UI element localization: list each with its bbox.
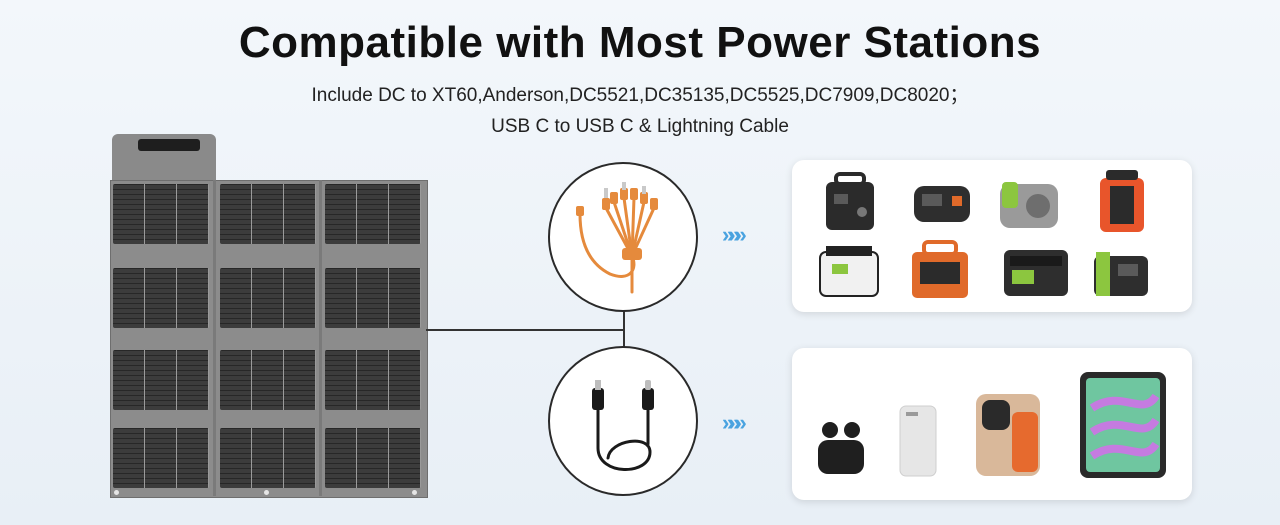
panel-rivet: [412, 490, 417, 495]
arrow-icon-top: »»»: [722, 222, 747, 247]
multi-cable-circle: [548, 162, 698, 312]
power-station-icon: [826, 172, 874, 230]
panel-rivet: [264, 490, 269, 495]
subtitle-cables: USB C to USB C & Lightning Cable: [491, 116, 789, 137]
smartphone-icon: [976, 394, 1040, 476]
power-station-icon: [819, 246, 879, 297]
solar-cell: [325, 428, 421, 488]
power-station-icon: [1094, 252, 1148, 296]
usb-cable-circle: [548, 346, 698, 496]
connector-line-horizontal: [426, 329, 624, 331]
power-station-icon: [1004, 250, 1068, 296]
solar-cell: [325, 268, 421, 328]
panel-fold: [213, 180, 216, 496]
devices-illustration: [818, 372, 1166, 478]
devices-box: [792, 348, 1192, 500]
power-station-icon: [914, 186, 970, 222]
page-title: Compatible with Most Power Stations: [238, 18, 1042, 67]
solar-cell: [220, 184, 316, 244]
solar-cell: [113, 428, 209, 488]
panel-rivet: [114, 490, 119, 495]
power-stations-box: [792, 160, 1192, 312]
power-station-icon: [912, 240, 968, 298]
solar-cell: [220, 268, 316, 328]
panel-handle: [138, 139, 200, 151]
solar-cell: [113, 268, 209, 328]
power-station-icon: [1000, 182, 1058, 228]
solar-cell: [220, 428, 316, 488]
usb-c-lightning-cable-icon: [592, 380, 654, 471]
arrow-icon-bottom: »»»: [722, 410, 747, 435]
earbuds-icon: [818, 422, 864, 474]
power-station-icon: [1100, 170, 1144, 232]
solar-cell: [220, 350, 316, 410]
solar-cell: [113, 350, 209, 410]
connector-line-vertical: [623, 305, 625, 365]
power-stations-illustration: [819, 170, 1148, 298]
solar-cell: [325, 350, 421, 410]
multi-connector-cable-icon: [576, 182, 658, 294]
solar-cell: [113, 184, 209, 244]
power-bank-icon: [899, 405, 937, 477]
solar-cell: [325, 184, 421, 244]
panel-fold: [319, 180, 322, 496]
subtitle-connectors: Include DC to XT60,Anderson,DC5521,DC351…: [311, 85, 969, 106]
tablet-icon: [1080, 372, 1166, 478]
